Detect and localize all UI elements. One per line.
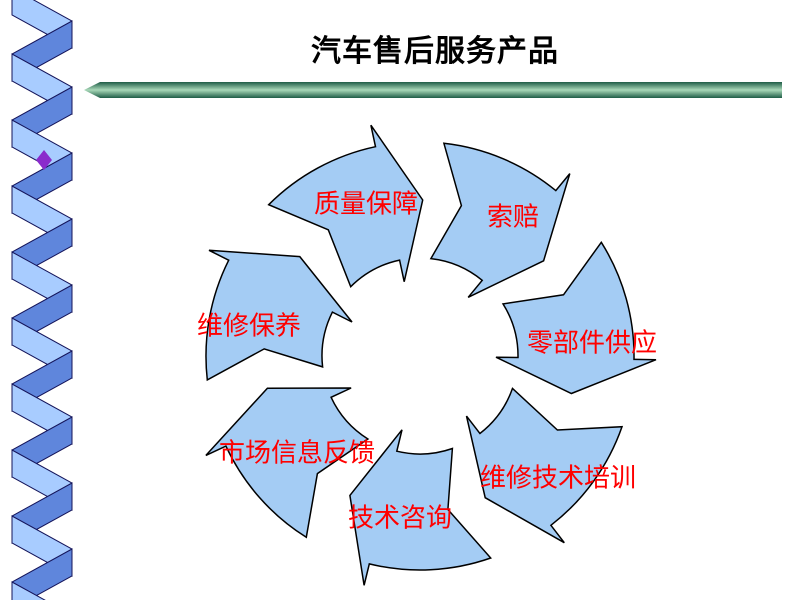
ribbon-band (11, 581, 46, 600)
cycle-arrow-segment-4 (349, 429, 493, 586)
cycle-arrow-segment-0 (267, 124, 424, 289)
slide-title: 汽车售后服务产品 (311, 35, 559, 68)
cycle-label-repair-training: 维修技术培训 (479, 463, 637, 493)
cycle-arrow-segment-2 (495, 240, 657, 395)
cycle-arrow-segment-1 (429, 142, 571, 298)
ribbon-band (11, 548, 73, 600)
cycle-label-claims: 索赔 (486, 202, 540, 232)
cycle-label-quality-assurance: 质量保障 (313, 189, 419, 219)
cycle-arrow-segment-6 (205, 249, 353, 382)
title-divider-bar (84, 82, 782, 98)
cycle-label-parts-supply: 零部件供应 (526, 328, 658, 358)
ribbon-decoration (11, 0, 73, 600)
cycle-arrow-segment-5 (205, 387, 370, 539)
cycle-label-technical-consulting: 技术咨询 (347, 503, 453, 533)
cycle-label-maintenance: 维修保养 (196, 311, 302, 341)
ribbon-accent-diamond (36, 150, 52, 170)
cycle-arrow-segment-3 (465, 387, 624, 544)
cycle-label-market-feedback: 市场信息反馈 (218, 438, 376, 468)
divider-shape (84, 82, 782, 98)
